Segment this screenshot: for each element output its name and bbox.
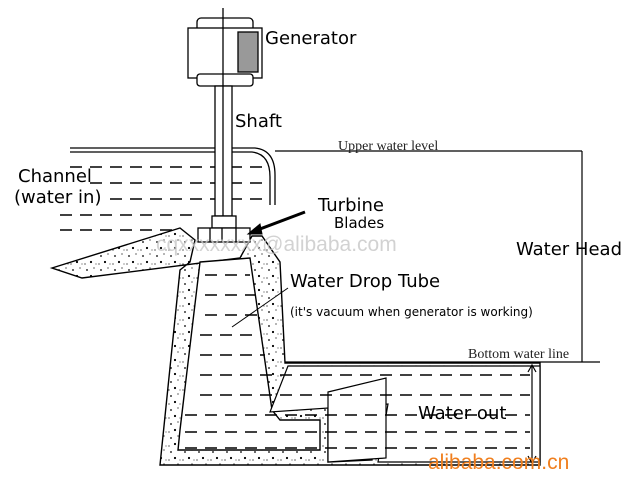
tailrace-water <box>269 365 541 463</box>
shaft <box>214 85 233 217</box>
label-turbine: Turbine <box>318 195 384 216</box>
label-shaft: Shaft <box>235 111 282 132</box>
label-water-drop-tube: Water Drop Tube <box>290 271 441 292</box>
brand-logo-text: alibaba.com.cn <box>428 451 570 474</box>
channel-wall <box>70 147 276 205</box>
label-water-out: Water out <box>418 403 507 424</box>
turbine-blades <box>197 215 251 243</box>
water-head-measure <box>275 150 600 465</box>
label-upper-water-level: Upper water level <box>338 139 439 154</box>
water-dashes <box>60 166 530 449</box>
label-channel: Channel <box>18 166 92 187</box>
watermark: cqxxxxxxxx@alibaba.com <box>156 233 397 256</box>
label-generator: Generator <box>265 28 357 49</box>
label-water-head: Water Head <box>516 239 622 260</box>
label-vacuum-note: (it's vacuum when generator is working) <box>290 305 533 319</box>
label-bottom-water-line: Bottom water line <box>468 347 570 362</box>
generator-icon <box>187 8 263 90</box>
leader-lines <box>231 210 306 328</box>
label-blades: Blades <box>334 214 385 232</box>
label-water-in: (water in) <box>14 187 102 208</box>
